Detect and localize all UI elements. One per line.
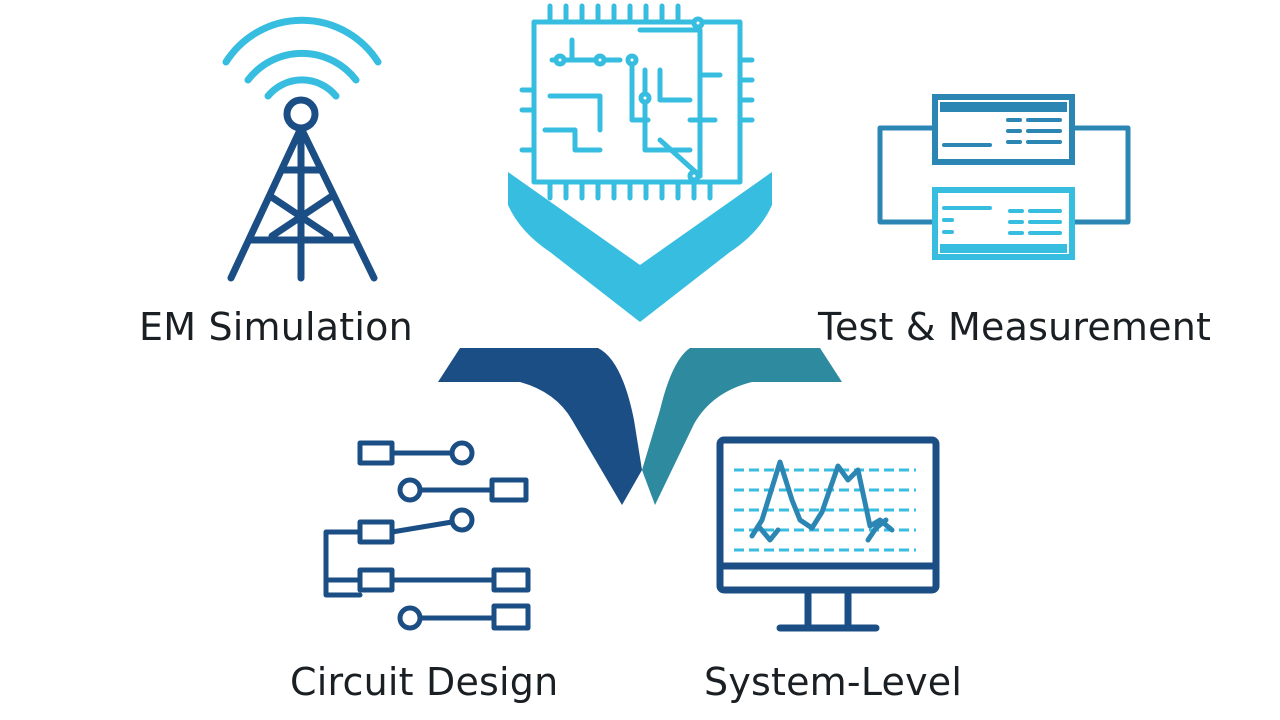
test-measurement-label: Test & Measurement: [818, 305, 1212, 349]
system-level-label: System-Level: [704, 660, 963, 704]
circuit-design-label: Circuit Design: [290, 660, 559, 704]
em-simulation-label: EM Simulation: [139, 305, 413, 349]
